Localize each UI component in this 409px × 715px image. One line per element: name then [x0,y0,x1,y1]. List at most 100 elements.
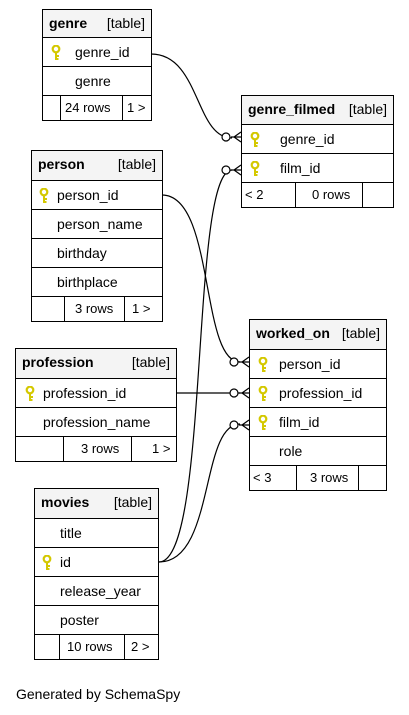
table-kind: [table] [106,15,145,31]
footer-cell [32,297,65,321]
crowfoot-worked-on-film-id [229,419,250,431]
footer-cell: 1 > [132,301,151,316]
column-row[interactable]: birthplace [32,268,162,297]
column-row[interactable]: title [35,519,158,548]
table-worked-on[interactable]: worked_on [table] person_id profession_i… [249,319,387,491]
column-row[interactable]: profession_name [16,408,176,437]
footer-rowcount: 24 rows [61,96,123,120]
column-row[interactable]: person_id [32,181,162,210]
column-name: profession_id [43,385,127,401]
column-name: birthplace [57,274,118,290]
table-name: worked_on [256,325,330,341]
generated-by-caption: Generated by SchemaSpy [16,686,181,702]
footer-cell [363,183,393,207]
column-name: film_id [279,414,320,430]
table-header: genre_filmed [table] [242,96,393,125]
table-name: person [38,156,85,172]
column-row[interactable]: person_id [250,350,386,379]
footer-rowcount: 3 rows [64,437,132,461]
table-name: genre_filmed [248,101,336,117]
crowfoot-worked-on-profession-id [229,387,250,399]
key-icon [258,356,272,373]
table-genre[interactable]: genre [table] genre_id genre 24 rows 1 > [42,9,152,121]
table-kind: [table] [117,156,156,172]
table-footer: 24 rows 1 > [43,96,151,120]
key-icon [25,385,39,402]
crowfoot-genre-filmed-film-id [221,164,242,176]
edge-movies-to-worked-on [158,423,241,563]
edge-movies-to-genre-filmed [158,169,233,563]
footer-rowcount: 3 rows [65,297,125,321]
column-name: genre_id [75,44,130,60]
table-name: genre [49,15,88,31]
column-name: role [279,443,303,459]
column-row[interactable]: person_name [32,210,162,239]
column-row[interactable]: profession_id [16,379,176,408]
key-icon [51,44,65,61]
column-name: birthday [57,245,107,261]
column-row[interactable]: release_year [35,577,158,606]
column-name: film_id [280,160,321,176]
column-name: genre [75,73,111,89]
footer-cell [35,635,60,659]
table-header: profession [table] [16,349,176,379]
table-header: person [table] [32,151,162,181]
table-kind: [table] [348,101,387,117]
column-row[interactable]: film_id [250,408,386,437]
table-person[interactable]: person [table] person_id person_name bir… [31,150,163,322]
table-footer: 3 rows 1 > [16,437,176,461]
column-name: genre_id [280,131,335,147]
footer-cell: < 3 [250,466,297,490]
key-icon [258,414,272,431]
table-name: movies [41,494,90,510]
footer-cell [43,96,61,120]
footer-rowcount: 3 rows [297,466,359,490]
key-icon [250,131,264,148]
table-footer: 3 rows 1 > [32,297,162,321]
crowfoot-genre-filmed-genre-id [221,131,242,143]
column-name: id [60,554,71,570]
column-name: profession_name [43,414,151,430]
crowfoot-worked-on-person-id [229,356,250,368]
table-kind: [table] [341,325,380,341]
table-genre-filmed[interactable]: genre_filmed [table] genre_id film_id < … [241,95,394,208]
column-row[interactable]: birthday [32,239,162,268]
column-row[interactable]: profession_id [250,379,386,408]
table-kind: [table] [131,354,170,370]
column-name: title [60,525,82,541]
footer-cell [359,466,386,490]
column-row[interactable]: id [35,548,158,577]
key-icon [258,385,272,402]
footer-cell: 1 > [127,100,146,115]
table-footer: < 2 0 rows [242,183,393,207]
table-footer: < 3 3 rows [250,466,386,490]
key-icon [42,554,56,571]
column-name: profession_id [279,385,363,401]
table-profession[interactable]: profession [table] profession_id profess… [15,348,177,462]
footer-cell: 2 > [131,639,150,654]
footer-rowcount: 10 rows [60,635,125,659]
table-kind: [table] [113,494,152,510]
footer-rowcount: 0 rows [296,183,363,207]
column-name: person_id [279,356,341,372]
column-name: person_id [57,187,119,203]
column-row[interactable]: poster [35,606,158,635]
column-row[interactable]: genre_id [43,38,151,67]
key-icon [250,160,264,177]
edge-genre-to-genre-filmed [150,53,233,139]
column-name: release_year [60,583,141,599]
key-icon [39,187,53,204]
footer-cell: 1 > [152,441,171,456]
column-row[interactable]: genre [43,67,151,96]
table-header: movies [table] [35,489,158,519]
table-header: worked_on [table] [250,320,386,350]
table-footer: 10 rows 2 > [35,635,158,659]
column-row[interactable]: genre_id [242,125,393,154]
column-row[interactable]: role [250,437,386,466]
table-header: genre [table] [43,10,151,38]
column-row[interactable]: film_id [242,154,393,183]
footer-cell [16,437,64,461]
column-name: person_name [57,216,143,232]
table-movies[interactable]: movies [table] title id release_year pos… [34,488,159,660]
